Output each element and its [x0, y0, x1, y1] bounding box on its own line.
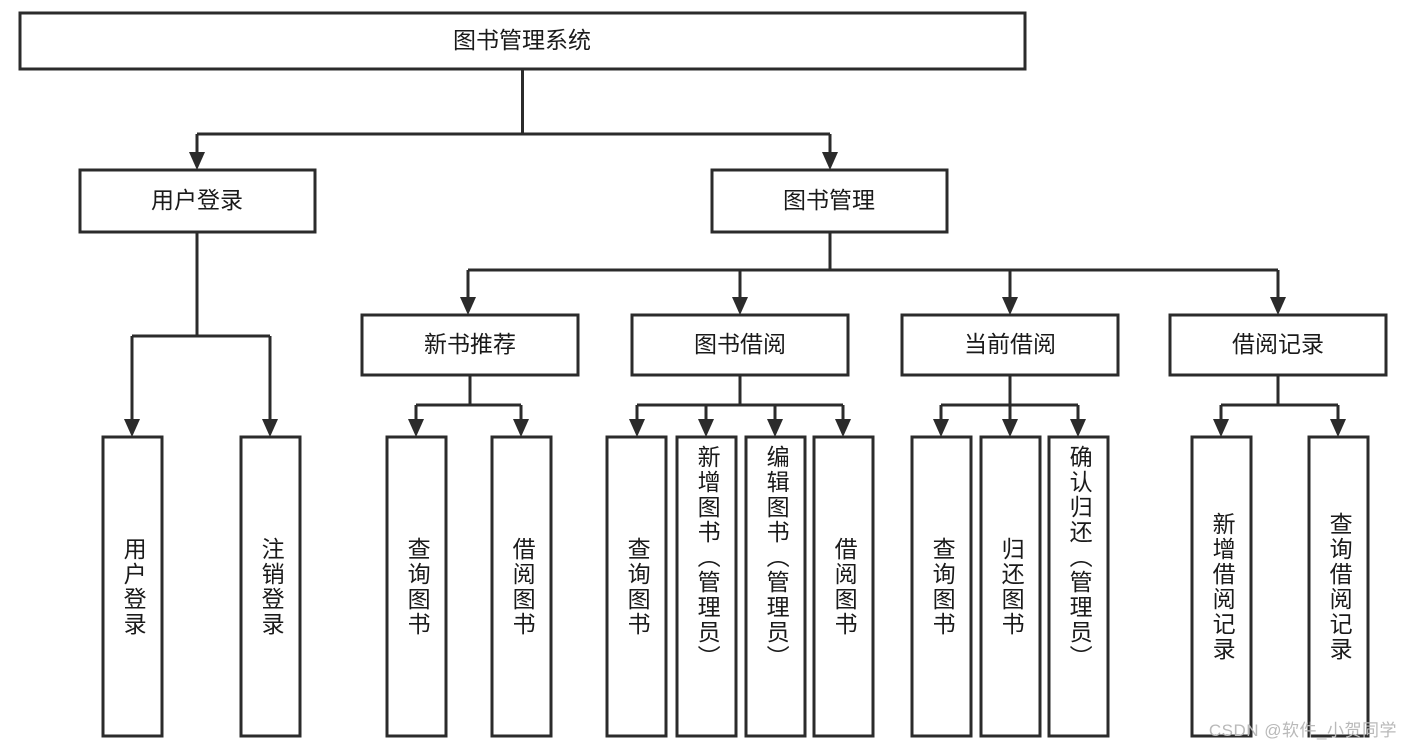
leaf-cur-return-book-box[interactable] — [979, 435, 1042, 738]
node-book-manage-box[interactable] — [710, 168, 949, 234]
leaf-rec-add-record-box[interactable] — [1190, 435, 1253, 738]
node-root-label: 图书管理系统 — [453, 27, 591, 53]
arrow-leaf-rec-borrow-book — [513, 419, 529, 437]
arrow-to-current-borrow — [1002, 297, 1018, 315]
csdn-watermark: CSDN @软件_小贺同学 — [1208, 721, 1397, 740]
node-book-borrow-box[interactable] — [630, 313, 850, 377]
node-book-manage-label: 图书管理 — [783, 187, 875, 213]
arrow-leaf-user-logout — [262, 419, 278, 437]
arrow-leaf-user-login — [124, 419, 140, 437]
arrow-leaf-borrow-edit-book — [767, 419, 783, 437]
node-borrow-record-label: 借阅记录 — [1232, 331, 1324, 357]
leaf-rec-borrow-book-box[interactable] — [490, 435, 553, 738]
node-current-borrow[interactable]: 当前借阅 — [900, 313, 1120, 377]
leaf-user-logout-box[interactable] — [239, 435, 302, 738]
leaf-cur-query-book-box[interactable] — [910, 435, 973, 738]
arrow-leaf-rec-add-record — [1213, 419, 1229, 437]
edges-group — [124, 69, 1346, 437]
arrow-to-borrow-record — [1270, 297, 1286, 315]
leaf-rec-query-record-box[interactable] — [1307, 435, 1370, 738]
leaf-borrow-edit-book-box[interactable] — [744, 435, 807, 738]
node-borrow-record-box[interactable] — [1168, 313, 1388, 377]
node-user-login-box[interactable] — [78, 168, 317, 234]
node-borrow-record[interactable]: 借阅记录 — [1168, 313, 1388, 377]
node-root[interactable]: 图书管理系统 — [18, 11, 1027, 71]
arrow-to-book-borrow — [732, 297, 748, 315]
node-user-login-label: 用户登录 — [151, 187, 243, 213]
leaf-boxes-group — [101, 435, 1370, 738]
leaf-cur-confirm-return-box[interactable] — [1047, 435, 1110, 738]
node-current-borrow-box[interactable] — [900, 313, 1120, 377]
arrow-to-new-book-recommend — [460, 297, 476, 315]
leaf-borrow-query-book-box[interactable] — [605, 435, 668, 738]
leaf-borrow-add-book-box[interactable] — [675, 435, 738, 738]
leaf-borrow-borrow-book-box[interactable] — [812, 435, 875, 738]
arrow-leaf-borrow-query-book — [629, 419, 645, 437]
node-new-book-recommend-box[interactable] — [360, 313, 580, 377]
leaf-user-login-box[interactable] — [101, 435, 164, 738]
node-user-login[interactable]: 用户登录 — [78, 168, 317, 234]
arrow-to-user-login — [189, 152, 205, 170]
leaf-rec-query-book-box[interactable] — [385, 435, 448, 738]
node-new-book-recommend-label: 新书推荐 — [424, 331, 516, 357]
node-book-manage[interactable]: 图书管理 — [710, 168, 949, 234]
node-new-book-recommend[interactable]: 新书推荐 — [360, 313, 580, 377]
node-book-borrow-label: 图书借阅 — [694, 331, 786, 357]
arrow-leaf-cur-query-book — [933, 419, 949, 437]
node-root-box[interactable] — [18, 11, 1027, 71]
arrow-leaf-rec-query-record — [1330, 419, 1346, 437]
arrow-leaf-cur-return-book — [1002, 419, 1018, 437]
arrow-to-book-manage — [822, 152, 838, 170]
arrow-leaf-borrow-add-book — [698, 419, 714, 437]
arrow-leaf-cur-confirm-return — [1070, 419, 1086, 437]
arrow-leaf-borrow-borrow-book — [835, 419, 851, 437]
node-current-borrow-label: 当前借阅 — [964, 331, 1056, 357]
arrow-leaf-rec-query-book — [408, 419, 424, 437]
node-book-borrow[interactable]: 图书借阅 — [630, 313, 850, 377]
